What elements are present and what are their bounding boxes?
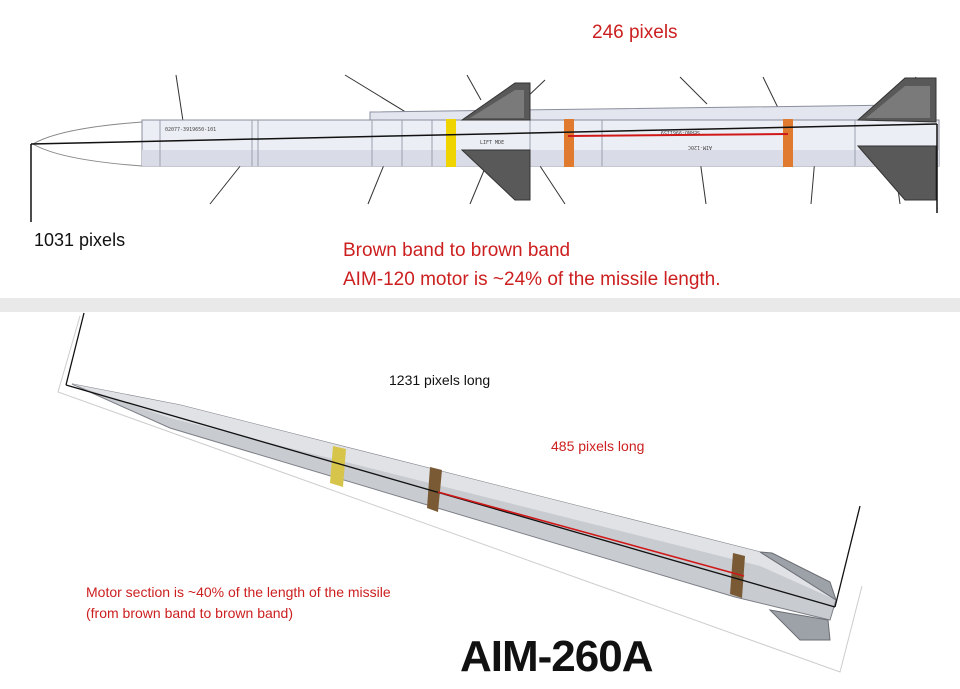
aim120-illustration: 02077-3919650-101 LIFT MDE AIM-120C SERN… xyxy=(30,74,940,222)
motor-line xyxy=(567,133,789,137)
body-shade xyxy=(142,150,939,166)
aim260-motor-pixels: 485 pixels long xyxy=(551,438,645,454)
fin-highlights xyxy=(470,86,930,118)
missile-title: AIM-260A xyxy=(460,632,653,681)
aim120-length-pixels: 1031 pixels xyxy=(34,230,126,250)
aim260-caption: Motor section is ~40% of the length of t… xyxy=(86,582,391,624)
aim260-body-highlight xyxy=(72,384,836,600)
aim120-caption-line1: Brown band to brown band xyxy=(343,240,571,261)
designation-marking: AIM-120C xyxy=(688,144,712,150)
aim120-caption: Brown band to brown band AIM-120 motor i… xyxy=(343,236,721,294)
aim260-caption-line2: (from brown band to brown band) xyxy=(86,605,293,621)
aim260-fins xyxy=(759,551,837,641)
aim260-brown-band-front xyxy=(427,467,442,512)
aim260-brown-band-rear xyxy=(730,553,745,598)
aim260-caption-line1: Motor section is ~40% of the length of t… xyxy=(86,584,391,600)
brown-band-front xyxy=(564,119,574,167)
aim260-motor-line xyxy=(437,491,745,577)
aim120-motor-pixels: 246 pixels xyxy=(592,22,678,43)
brown-band-rear xyxy=(783,119,793,167)
aim260-tick-left xyxy=(65,312,85,386)
yellow-band xyxy=(446,119,456,167)
panel-divider xyxy=(0,298,960,312)
serial-marking-a: 02077-3919650-101 xyxy=(165,127,216,133)
photo-frame xyxy=(57,315,863,673)
aim120-caption-line2: AIM-120 motor is ~24% of the missile len… xyxy=(343,269,721,290)
serial-marking-b: SERNO-9961159 xyxy=(661,129,700,135)
length-line xyxy=(30,123,938,145)
lift-marking: LIFT MDE xyxy=(480,140,504,146)
aim260-length-pixels: 1231 pixels long xyxy=(389,372,491,388)
aim260-yellow-band xyxy=(330,446,346,487)
aim260-tick-right xyxy=(834,505,861,608)
